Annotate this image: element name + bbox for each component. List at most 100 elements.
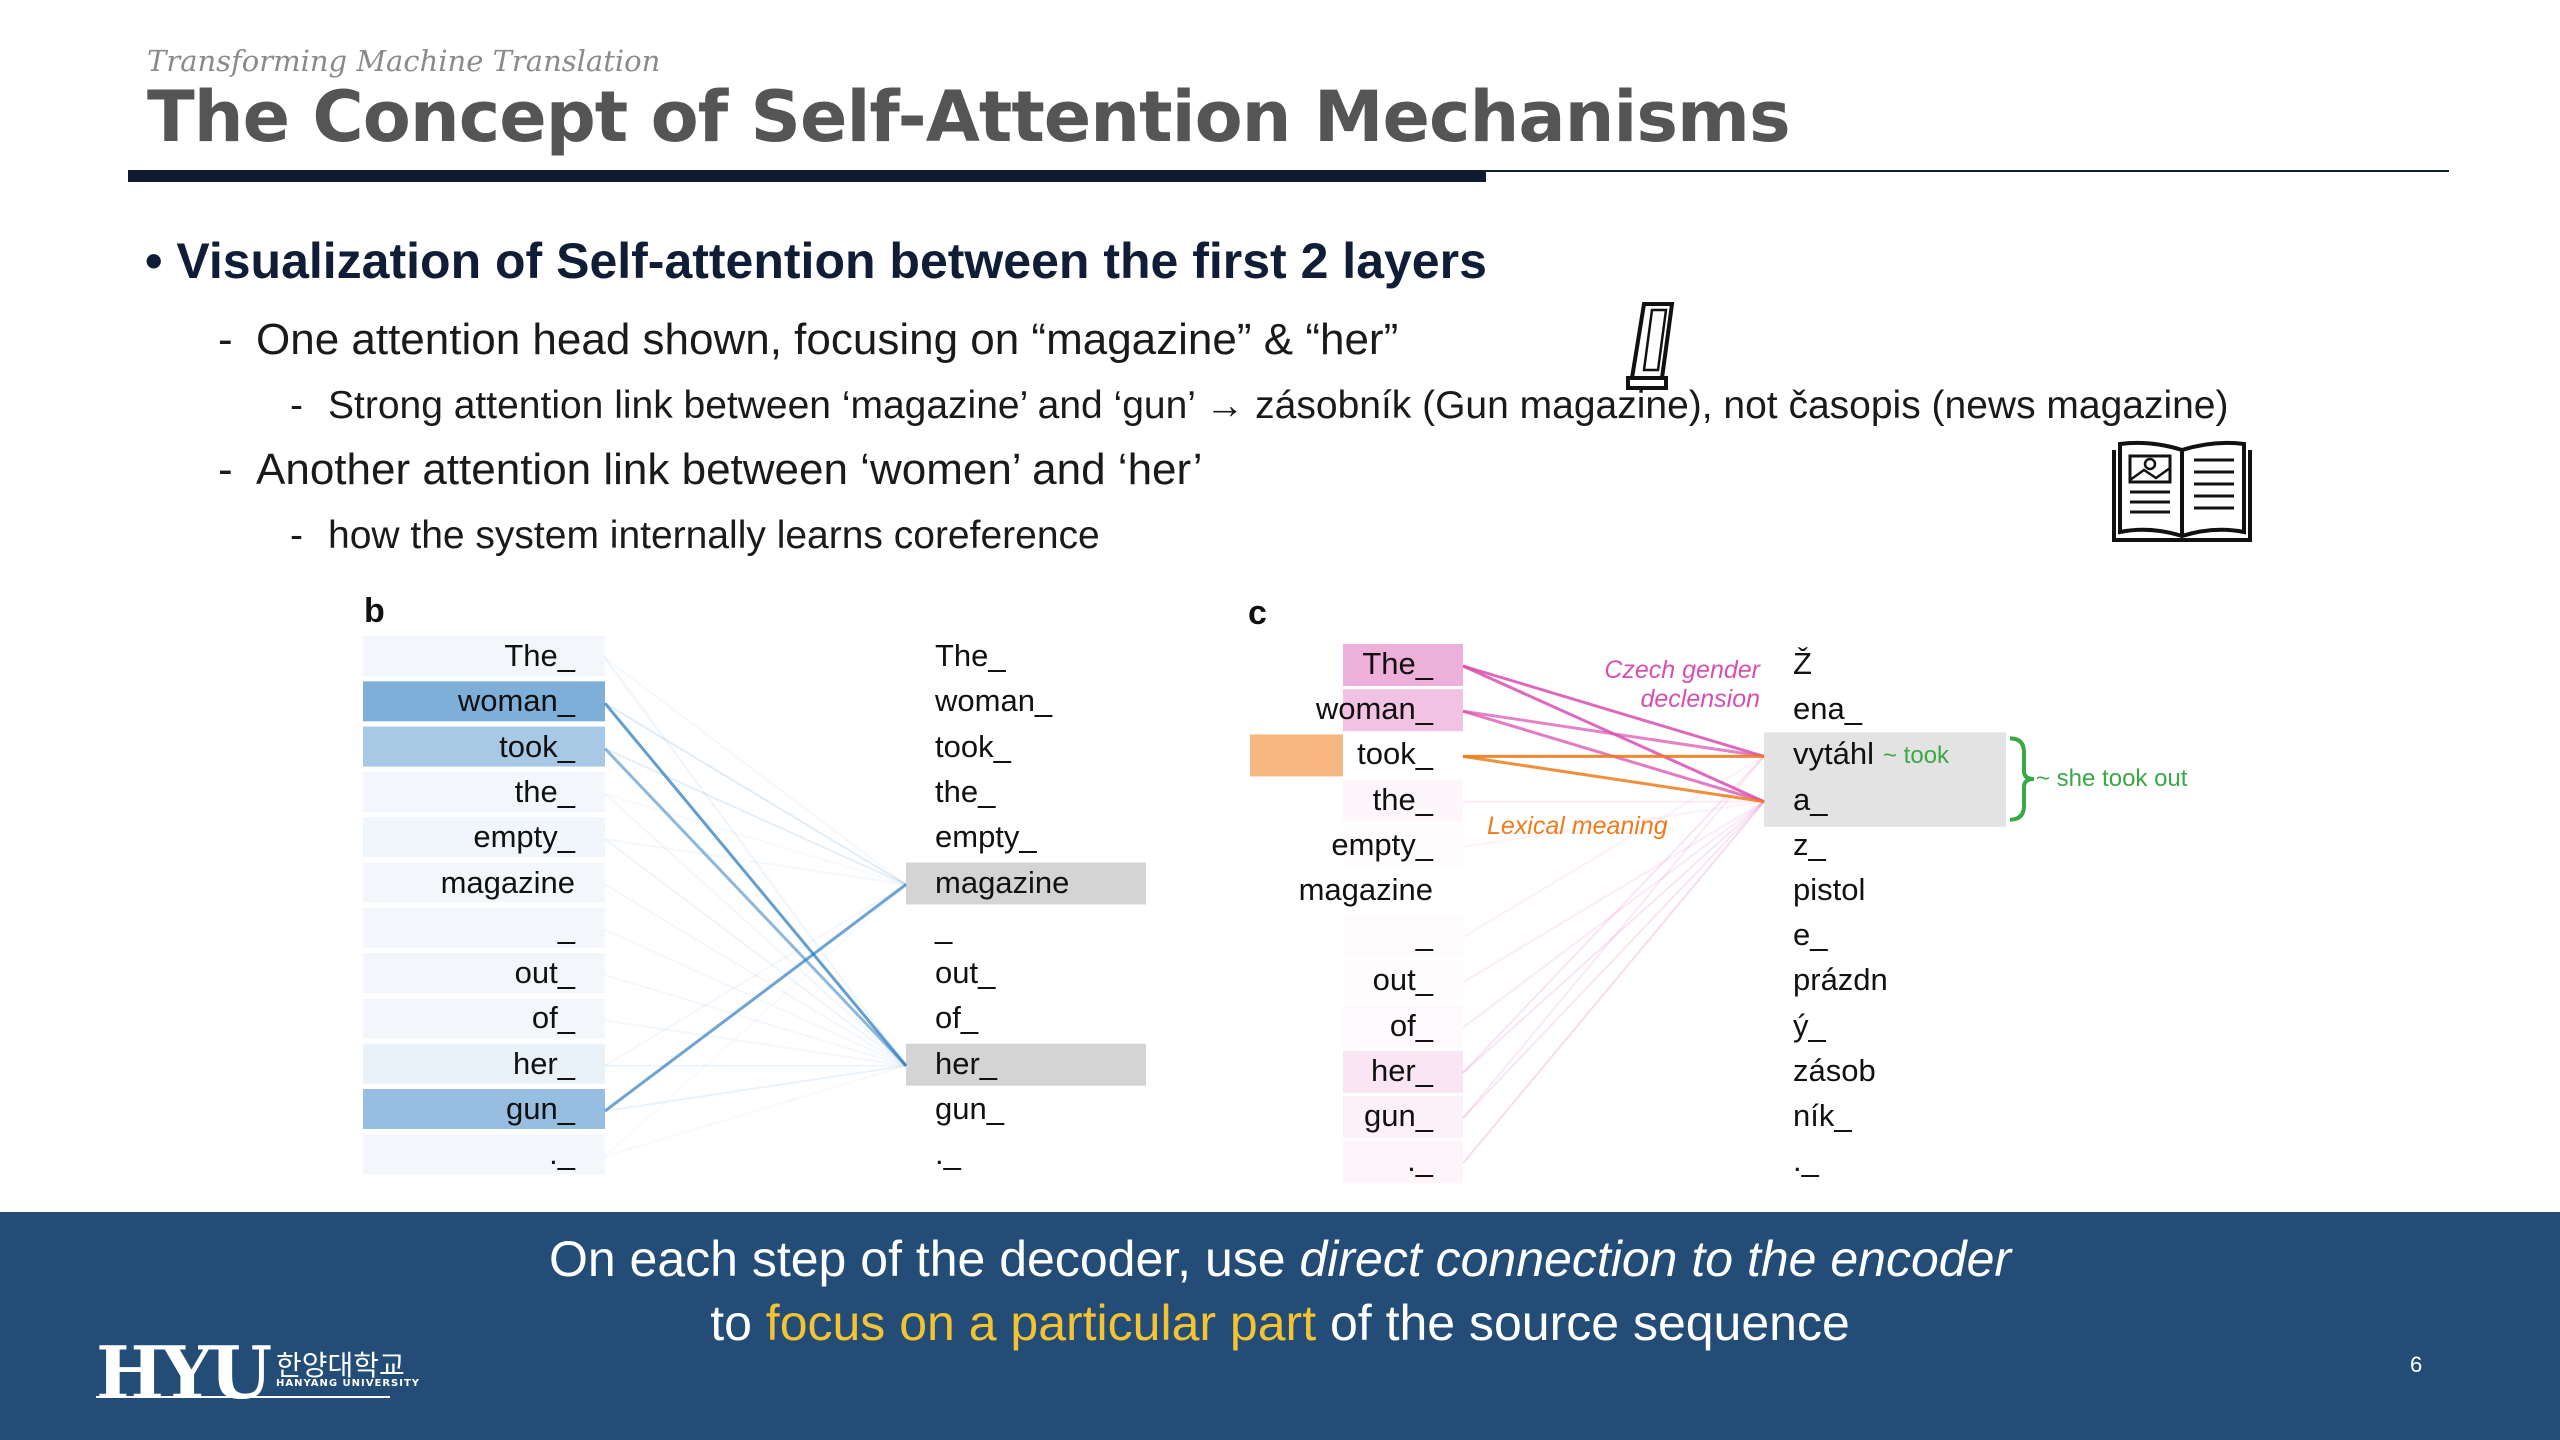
university-logo-english: HANYANG UNIVERSITY: [276, 1378, 421, 1389]
figure-b-weight-cell: [363, 998, 605, 1039]
figure-b-target-token: woman_: [935, 683, 1053, 719]
figure-b-target-token: magazine: [935, 864, 1070, 900]
figure-b-target-token: took_: [935, 728, 1011, 764]
figure-c-annotation-she-took-out: ~ she took out: [2036, 765, 2188, 792]
figure-b-attention-link: [604, 702, 907, 886]
footer-emphasis: direct connection to the encoder: [1299, 1231, 2012, 1287]
figure-c-target-token: Ž: [1793, 646, 1812, 681]
figure-c-weight-cell: [1343, 779, 1463, 822]
footer-text: On each step of the decoder, use: [548, 1231, 1300, 1287]
figure-b-attention-link: [604, 1064, 907, 1158]
open-book-icon: [2112, 440, 2252, 542]
dash: -: [218, 315, 233, 364]
figure-c-brace: [2009, 736, 2035, 822]
figure-c-target-token: zásob: [1793, 1052, 1876, 1088]
figure-c-target-token: ena_: [1793, 691, 1862, 727]
figure-b-weight-cell: [363, 907, 605, 948]
figure-c-weight-cell: [1343, 1141, 1463, 1184]
figure-c-links: [1250, 644, 2035, 1184]
university-logo-korean: 한양대학교: [276, 1349, 405, 1382]
footer-line-1: On each step of the decoder, use direct …: [0, 1230, 2560, 1288]
figure-c-source-token: empty_: [1331, 826, 1433, 862]
figure-c-weight-cell: [1343, 1096, 1463, 1138]
figure-b-source-token: magazine: [440, 864, 575, 900]
footer-text: to: [710, 1295, 766, 1351]
figure-b-attention-link: [604, 883, 907, 1067]
figure-c-target-token: ý_: [1793, 1007, 1826, 1043]
figure-c-target-token: a_: [1793, 781, 1828, 817]
figure-b-source-token: gun_: [506, 1091, 575, 1126]
figure-c-target-token: prázdn: [1793, 962, 1888, 998]
figure-c-weight-cell: [1250, 734, 1343, 777]
footer-band: [0, 1212, 2560, 1440]
figure-b-attention-link: [604, 657, 907, 886]
figure-c-attention-link: [1462, 754, 1765, 804]
figure-b-attention-link: [604, 928, 907, 1067]
figure-b-links: [363, 636, 1146, 1175]
title-rule-thin: [1486, 170, 2449, 172]
dash: -: [290, 514, 303, 557]
figure-c-target-token: vytáhl: [1793, 736, 1874, 772]
figure-c-attention-link: [1462, 800, 1765, 984]
bullet-main-text: Visualization of Self-attention between …: [176, 233, 1487, 289]
page-number: 6: [2410, 1352, 2423, 1377]
figure-c-target-token: ník_: [1793, 1098, 1852, 1133]
figure-b-attention-link: [604, 838, 907, 886]
figure-b-attention-link: [604, 883, 907, 1113]
figure-c-annotation-took: ~ took: [1883, 742, 1950, 770]
figure-b-source-token: ._: [549, 1136, 575, 1172]
figure-b-target-token: _: [935, 909, 953, 945]
figure-c-attention-link: [1462, 800, 1765, 1074]
figure-c-highlight-cell: [1764, 732, 2006, 827]
deck-subtitle: Transforming Machine Translation: [147, 44, 661, 78]
figure-b-attention-link: [604, 883, 907, 1067]
figure-b-source-token: out_: [514, 955, 575, 991]
bullet-coreference-text: how the system internally learns corefer…: [328, 514, 1100, 557]
figure-b-source-token: the_: [514, 773, 575, 809]
figure-b-source-token: empty_: [473, 819, 575, 855]
figure-c-attention-link: [1462, 665, 1765, 758]
figure-b-weight-cell: [363, 817, 605, 858]
figure-b-source-token: her_: [512, 1045, 575, 1081]
figure-c-target-token: e_: [1793, 917, 1828, 953]
figure-c-annotation-lexical: Lexical meaning: [1487, 812, 1668, 840]
figure-b-source-token: of_: [531, 1000, 575, 1036]
figure-c-weight-cell: [1343, 1050, 1463, 1093]
figure-b-source-token: woman_: [457, 683, 575, 719]
figure-b-target-token: ._: [935, 1136, 961, 1172]
figure-c-attention: The_woman_took_the_empty_magazine_out_of…: [1250, 644, 2188, 1184]
figure-c-source-token: took_: [1357, 736, 1433, 772]
figure-c-attention-link: [1462, 709, 1765, 758]
bullet-magazine-gun: -Strong attention link between ‘magazine…: [290, 384, 2229, 428]
figure-c-label: c: [1248, 594, 1267, 632]
figure-b-weight-cell: [363, 862, 605, 903]
figure-b-source-token: _: [557, 909, 575, 945]
figure-c-source-token: the_: [1372, 781, 1433, 817]
figure-b-weight-cell: [363, 1043, 605, 1084]
title-rule-thick: [128, 170, 1486, 182]
bullet-main: • Visualization of Self-attention betwee…: [145, 233, 1487, 289]
bullet-women-her-text: Another attention link between ‘women’ a…: [256, 445, 1203, 494]
figure-c-source-token: out_: [1372, 962, 1433, 998]
dash: -: [290, 384, 303, 427]
figure-c-attention-link: [1462, 755, 1765, 939]
figure-c-source-token: ._: [1407, 1143, 1433, 1179]
figure-b-target-token: out_: [935, 955, 996, 991]
figure-b-attention-link: [604, 1019, 907, 1067]
figure-b-attention: The_woman_took_the_empty_magazine_out_of…: [363, 636, 1146, 1175]
figure-c-source-token: _: [1415, 917, 1433, 953]
gun-magazine-icon: [1626, 302, 1675, 390]
figure-b-source-token: took_: [499, 728, 575, 764]
figure-b-attention-link: [603, 702, 908, 1067]
figure-b-attention-link: [603, 747, 908, 1067]
figure-b-weight-cell: [363, 953, 605, 994]
figure-b-weight-cell: [363, 636, 605, 676]
figure-c-source-token: woman_: [1315, 691, 1433, 727]
figure-b-attention-link: [604, 838, 907, 1067]
figure-c-attention-link: [1462, 800, 1765, 1029]
figure-b-weight-cell: [363, 1089, 605, 1129]
figure-c-source-token: her_: [1370, 1052, 1433, 1088]
figure-c-source-token: The_: [1362, 646, 1433, 681]
figure-b-weight-cell: [363, 1134, 605, 1175]
figure-c-weight-cell: [1343, 689, 1463, 732]
